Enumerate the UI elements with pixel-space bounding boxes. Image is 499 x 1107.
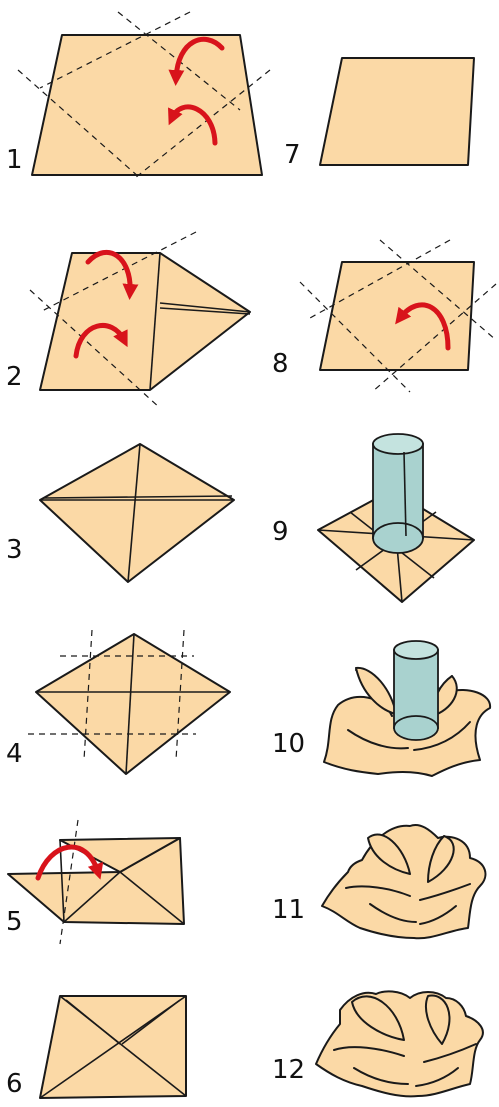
step-number: 10 [272,729,305,759]
step-number: 9 [272,517,289,547]
napkin-diamond [40,444,234,582]
step-4: 4 [6,630,230,774]
step-9: 9 [272,434,474,602]
step-number: 6 [6,1069,23,1099]
step-11: 11 [272,825,485,938]
step-7: 7 [284,58,474,170]
step-2: 2 [6,232,250,408]
step-3: 3 [6,444,234,582]
napkin-square [320,262,474,370]
napkin-trapezoid [32,35,262,175]
napkin-folded [40,253,250,390]
step-8: 8 [272,240,496,392]
napkin-square [320,58,474,165]
glass-bottom [373,523,423,553]
step-5: 5 [6,820,184,944]
glass-top [394,641,438,659]
step-number: 5 [6,907,23,937]
step-12: 12 [272,991,483,1096]
step-10: 10 [272,641,490,776]
glass-top [373,434,423,454]
step-number: 4 [6,739,23,769]
step-6: 6 [6,996,186,1099]
step-number: 2 [6,362,23,392]
step-number: 7 [284,140,301,170]
step-1: 1 [6,12,270,178]
napkin-flower [316,991,483,1096]
step-number: 12 [272,1055,305,1085]
glass-bottom [394,716,438,740]
step-number: 1 [6,145,23,175]
step-number: 8 [272,349,289,379]
step-number: 3 [6,535,23,565]
step-number: 11 [272,895,305,925]
